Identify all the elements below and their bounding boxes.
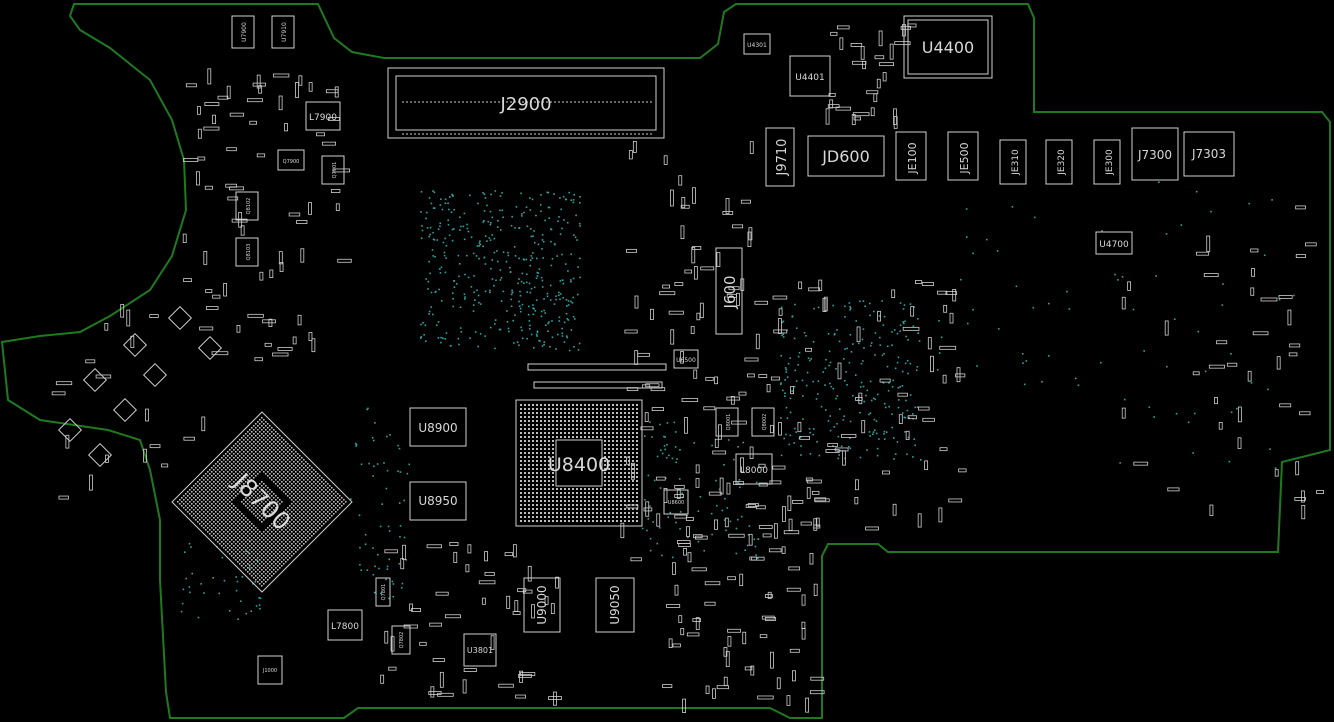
small-components xyxy=(51,23,1324,713)
svg-text:J1000: J1000 xyxy=(262,668,277,674)
component-Q7801[interactable]: Q7801 xyxy=(375,577,391,607)
component-U7910[interactable]: U7910 xyxy=(271,15,295,49)
svg-text:U9050: U9050 xyxy=(608,585,622,624)
component-J2900[interactable]: J2900 xyxy=(387,67,665,139)
svg-text:J7300: J7300 xyxy=(1137,148,1172,162)
svg-text:JE500: JE500 xyxy=(958,142,971,174)
svg-text:U8600: U8600 xyxy=(668,500,684,506)
component-JE500[interactable]: JE500 xyxy=(947,131,979,181)
component-JE320[interactable]: JE320 xyxy=(1045,139,1073,185)
component-J9710[interactable]: J9710 xyxy=(765,127,795,187)
svg-text:U3801: U3801 xyxy=(467,646,493,655)
component-Q7802[interactable]: Q7802 xyxy=(391,625,411,655)
component-U8900[interactable]: U8900 xyxy=(409,407,467,447)
svg-text:L8000: L8000 xyxy=(740,466,768,476)
component-Q8103[interactable]: Q8103 xyxy=(235,237,259,267)
component-U8600[interactable]: U8600 xyxy=(663,489,689,515)
svg-text:U8400: U8400 xyxy=(548,454,610,476)
component-U4401[interactable]: U4401 xyxy=(789,55,831,97)
component-U4700[interactable]: U4700 xyxy=(1095,231,1133,255)
component-U8950[interactable]: U8950 xyxy=(409,481,467,521)
svg-text:J2900: J2900 xyxy=(499,94,551,115)
svg-text:Q8103: Q8103 xyxy=(246,244,252,261)
svg-text:J600: J600 xyxy=(721,275,739,309)
component-Q7900[interactable]: Q7900 xyxy=(277,149,305,171)
component-J8700[interactable]: J8700 xyxy=(171,411,353,593)
svg-text:U7900: U7900 xyxy=(241,22,248,42)
svg-text:J9710: J9710 xyxy=(775,139,790,177)
svg-text:U4401: U4401 xyxy=(795,73,825,83)
component-JE300[interactable]: JE300 xyxy=(1093,139,1121,185)
component-J7300[interactable]: J7300 xyxy=(1131,127,1179,181)
component-Q7901[interactable]: Q7901 xyxy=(321,155,345,185)
via-field xyxy=(180,181,1295,621)
svg-text:JE300: JE300 xyxy=(1105,149,1115,176)
svg-text:Q7801: Q7801 xyxy=(381,584,387,601)
component-JE310[interactable]: JE310 xyxy=(999,139,1027,185)
component-U3801[interactable]: U3801 xyxy=(463,633,497,667)
svg-text:U8900: U8900 xyxy=(418,421,457,435)
svg-text:U4400: U4400 xyxy=(922,38,974,57)
connector-strip-u8400 xyxy=(527,363,667,389)
component-U7900[interactable]: U7900 xyxy=(231,15,255,49)
svg-text:JD600: JD600 xyxy=(821,147,870,166)
component-U4400[interactable]: U4400 xyxy=(903,15,993,79)
svg-text:JE310: JE310 xyxy=(1011,149,1021,176)
svg-text:U7910: U7910 xyxy=(281,22,288,42)
svg-text:Q8102: Q8102 xyxy=(246,198,252,215)
svg-text:JE100: JE100 xyxy=(906,142,919,174)
component-L7900[interactable]: L7900 xyxy=(305,101,341,131)
svg-text:Q7901: Q7901 xyxy=(332,162,338,179)
component-Q8002[interactable]: Q8002 xyxy=(751,407,775,437)
component-J1000[interactable]: J1000 xyxy=(257,655,283,685)
component-U9000[interactable]: U9000 xyxy=(523,577,561,633)
svg-text:L7800: L7800 xyxy=(331,622,359,632)
svg-text:U6500: U6500 xyxy=(676,357,696,364)
svg-text:Q7900: Q7900 xyxy=(283,159,300,165)
component-L7800[interactable]: L7800 xyxy=(327,609,363,641)
component-J600[interactable]: J600 xyxy=(715,247,743,335)
component-JD600[interactable]: JD600 xyxy=(807,135,885,177)
component-U8400[interactable]: U8400 xyxy=(515,399,643,527)
svg-text:JE320: JE320 xyxy=(1057,149,1067,176)
component-U9050[interactable]: U9050 xyxy=(595,577,635,633)
svg-text:Q8002: Q8002 xyxy=(762,414,768,431)
svg-text:U4301: U4301 xyxy=(747,42,767,49)
component-U6500[interactable]: U6500 xyxy=(673,349,699,369)
svg-text:Q7802: Q7802 xyxy=(399,632,405,649)
board-outline xyxy=(0,3,1331,719)
component-Q8102[interactable]: Q8102 xyxy=(235,191,259,221)
component-Q8001[interactable]: Q8001 xyxy=(715,407,739,437)
component-J7303[interactable]: J7303 xyxy=(1183,131,1235,177)
component-JE100[interactable]: JE100 xyxy=(895,131,927,181)
svg-text:J7303: J7303 xyxy=(1191,147,1226,161)
component-L8000[interactable]: L8000 xyxy=(735,453,773,485)
svg-text:Q8001: Q8001 xyxy=(726,414,732,431)
component-U4301[interactable]: U4301 xyxy=(743,33,771,55)
svg-text:U8950: U8950 xyxy=(418,494,457,508)
svg-text:U4700: U4700 xyxy=(1099,240,1129,250)
svg-text:L7900: L7900 xyxy=(309,113,337,123)
svg-text:U9000: U9000 xyxy=(535,585,549,624)
